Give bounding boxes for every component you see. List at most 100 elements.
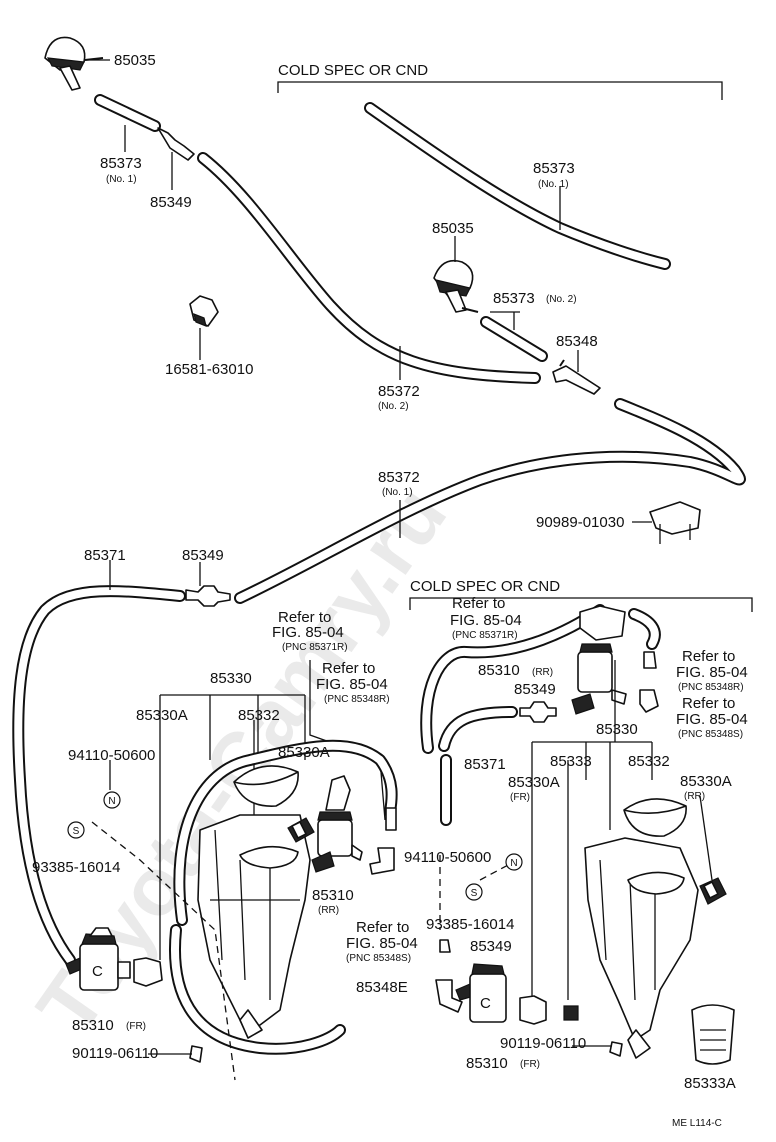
label-85330A-b: 85330A	[278, 744, 330, 761]
ref6-line2: FIG. 85-04	[676, 711, 748, 728]
grommet-85330A-left	[287, 817, 315, 843]
ref4-line3: (PNC 85371R)	[452, 630, 518, 641]
label-85373-c: 85373	[493, 290, 535, 307]
label-85333: 85333	[550, 753, 592, 770]
ref5-line1: Refer to	[682, 648, 735, 665]
ref6-line3: (PNC 85348S)	[678, 729, 743, 740]
label-85310-rr-b-sub: (RR)	[532, 667, 553, 678]
label-85310-fr-b: 85310	[466, 1055, 508, 1072]
label-85035-a: 85035	[114, 52, 156, 69]
cold-spec-bracket-top	[277, 81, 723, 100]
ref5-line3: (PNC 85348R)	[678, 682, 744, 693]
svg-text:S: S	[471, 888, 478, 899]
cold-spec-header-bottom: COLD SPEC OR CND	[410, 578, 560, 595]
washer-nozzle-middle	[433, 259, 479, 313]
label-85310-fr-b-sub: (FR)	[520, 1059, 540, 1070]
label-85349-a: 85349	[150, 194, 192, 211]
ref5-line2: FIG. 85-04	[676, 664, 748, 681]
label-93385-b: 93385-16014	[426, 916, 514, 933]
label-85349-d: 85349	[470, 938, 512, 955]
hose-85373-no2	[480, 316, 548, 362]
marker-S-left: S	[67, 821, 85, 839]
joint-85349-top	[157, 127, 195, 161]
ref3-line2: FIG. 85-04	[346, 935, 418, 952]
ref4-line2: FIG. 85-04	[450, 612, 522, 629]
label-94110-b: 94110-50600	[404, 849, 491, 866]
label-85330A-c-sub: (FR)	[510, 792, 530, 803]
leader-lines-right	[531, 660, 713, 1010]
label-85330A-d-sub: (RR)	[684, 791, 705, 802]
cold-spec-header-top: COLD SPEC OR CND	[278, 62, 428, 79]
hose-85372-no2	[197, 152, 541, 384]
washer-tank-left	[197, 814, 311, 1039]
label-85332-b: 85332	[628, 753, 670, 770]
label-16581: 16581-63010	[165, 361, 253, 378]
label-85373-c-sub: (No. 2)	[546, 294, 577, 305]
hose-85373-no1-right	[364, 102, 671, 270]
elbow-left	[369, 807, 397, 875]
pump-fr-left: C	[65, 927, 163, 991]
marker-N-right: N	[505, 853, 523, 871]
ref1-line3: (PNC 85371R)	[282, 642, 348, 653]
ref3-line3: (PNC 85348S)	[346, 953, 411, 964]
screw-right	[572, 1041, 623, 1057]
label-85372-a-sub: (No. 2)	[378, 401, 409, 412]
ref4-line1: Refer to	[452, 595, 505, 612]
label-85330A-d: 85330A	[680, 773, 732, 790]
label-85373-b: 85373	[533, 160, 575, 177]
ref1-line2: FIG. 85-04	[272, 624, 344, 641]
svg-text:N: N	[108, 796, 115, 807]
label-85348E: 85348E	[356, 979, 408, 996]
label-85372-b: 85372	[378, 469, 420, 486]
label-85372-a: 85372	[378, 383, 420, 400]
washer-nozzle-top-left	[44, 36, 104, 91]
clip-16581	[189, 295, 219, 327]
clip-90989	[649, 501, 701, 544]
hoses-right	[420, 604, 661, 826]
label-85371-b: 85371	[464, 756, 506, 773]
tank-cap-left	[233, 765, 299, 807]
label-85035-b: 85035	[432, 220, 474, 237]
label-85310-rr-a: 85310	[312, 887, 354, 904]
filter-85333A	[691, 1004, 735, 1065]
ref1-line1: Refer to	[278, 609, 331, 626]
ref2-line3: (PNC 85348R)	[324, 694, 390, 705]
small-elbow-right	[639, 651, 659, 713]
svg-text:C: C	[480, 995, 491, 1012]
pump-rr-right	[571, 605, 627, 715]
footer-code: ME L114-C	[672, 1118, 722, 1129]
tank-cap-right	[623, 798, 687, 837]
joint-85349-right	[519, 701, 557, 723]
label-85330-a: 85330	[210, 670, 252, 687]
cold-spec-bracket-bottom	[409, 597, 753, 612]
washer-tank-right	[584, 837, 699, 1059]
label-85310-rr-a-sub: (RR)	[318, 905, 339, 916]
label-85348: 85348	[556, 333, 598, 350]
elbow-85348E	[435, 979, 463, 1013]
label-90119-b: 90119-06110	[500, 1035, 586, 1052]
label-90989: 90989-01030	[536, 514, 624, 531]
label-93385-a: 93385-16014	[32, 859, 120, 876]
label-85330A-a: 85330A	[136, 707, 188, 724]
label-85371-a: 85371	[84, 547, 126, 564]
hose-85371-left	[12, 585, 186, 966]
dashed-locators-right	[439, 855, 511, 930]
svg-text:C: C	[92, 963, 103, 980]
marker-S-right: S	[465, 883, 483, 901]
label-85310-fr-a: 85310	[72, 1017, 114, 1034]
label-85330A-c: 85330A	[508, 774, 560, 791]
label-85333A: 85333A	[684, 1075, 736, 1092]
screw-left	[148, 1045, 203, 1063]
pump-fr-right: C	[455, 963, 579, 1025]
ref3-line1: Refer to	[356, 919, 409, 936]
ref2-line2: FIG. 85-04	[316, 676, 388, 693]
dashed-locators-left	[91, 821, 236, 1081]
ref6-line1: Refer to	[682, 695, 735, 712]
hose-85373-no1-left	[94, 94, 161, 132]
label-85330-b: 85330	[596, 721, 638, 738]
hose-reservoir-left	[169, 739, 398, 1055]
svg-text:S: S	[73, 826, 80, 837]
label-85310-rr-b: 85310	[478, 662, 520, 679]
label-94110-a: 94110-50600	[68, 747, 155, 764]
